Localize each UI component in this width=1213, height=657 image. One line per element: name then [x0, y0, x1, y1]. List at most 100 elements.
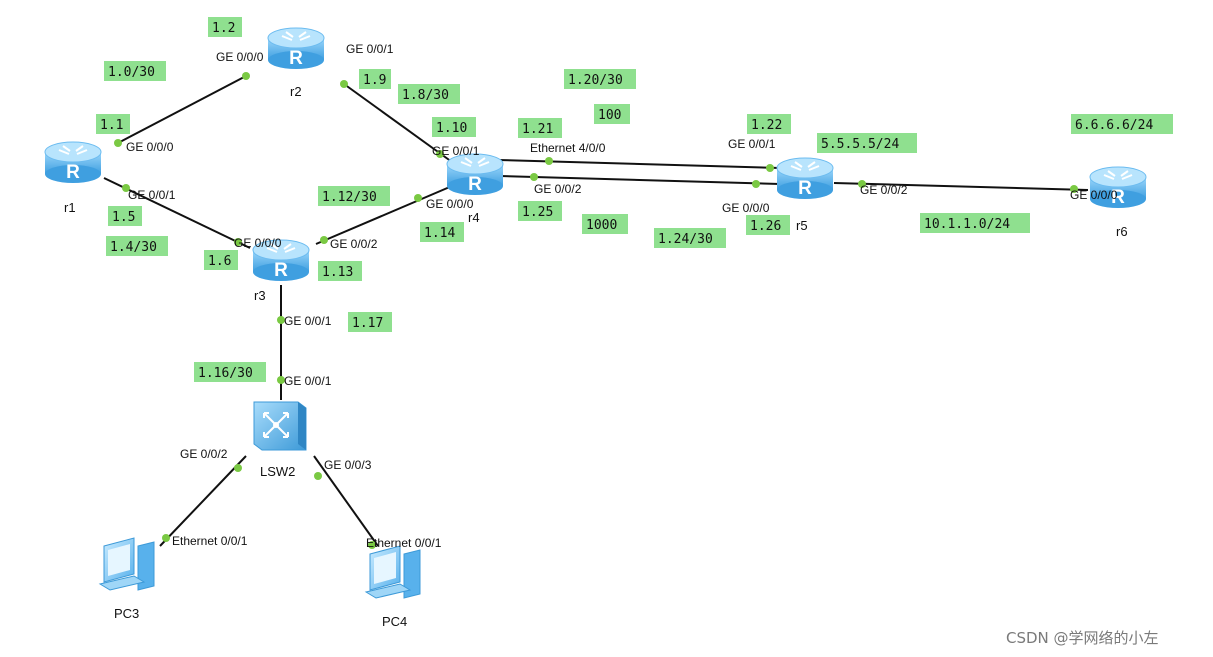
device-label-pc3: PC3 — [114, 606, 139, 621]
ip-annotations: 1.2 1.0/30 1.9 1.8/30 1.1 1.10 1.21 1.20… — [96, 17, 1173, 382]
pc-pc4[interactable] — [364, 545, 421, 599]
port-label: GE 0/0/3 — [324, 458, 372, 472]
link-lsw2-pc3 — [159, 455, 247, 547]
link-lsw2-pc4 — [313, 455, 379, 547]
ip-annotation: 1.26 — [746, 215, 790, 235]
port-label: Ethernet 0/0/1 — [366, 536, 442, 550]
watermark: CSDN @学网络的小左 — [1006, 629, 1159, 647]
pc-pc3[interactable] — [98, 537, 155, 591]
port-label: GE 0/0/2 — [180, 447, 228, 461]
ip-annotation-text: 1.10 — [436, 121, 467, 136]
router-r1[interactable]: R — [44, 141, 102, 183]
ip-annotation-text: 1.16/30 — [198, 366, 253, 381]
router-icon: R — [446, 153, 504, 195]
ip-annotation: 1.14 — [420, 222, 464, 242]
device-label-r5: r5 — [796, 218, 808, 233]
router-r6[interactable]: R — [1089, 166, 1147, 208]
port-dot — [234, 464, 242, 472]
port-label: GE 0/0/2 — [330, 237, 378, 251]
ip-annotation-text: 100 — [598, 108, 621, 123]
port-dot — [122, 184, 130, 192]
switch-lsw2[interactable] — [253, 401, 307, 451]
ip-annotation: 1.2 — [208, 17, 242, 37]
ip-annotation-text: 1.1 — [100, 118, 123, 133]
port-label: GE 0/0/1 — [728, 137, 776, 151]
router-icon: R — [252, 239, 310, 281]
ip-annotation-text: 1000 — [586, 218, 617, 233]
device-label-r3: r3 — [254, 288, 266, 303]
port-label: GE 0/0/1 — [432, 144, 480, 158]
port-dot — [277, 376, 285, 384]
ip-annotation: 1.9 — [359, 69, 391, 89]
ip-annotation: 1.24/30 — [654, 228, 726, 248]
ip-annotation-text: 1.8/30 — [402, 88, 449, 103]
port-label: Ethernet 4/0/0 — [530, 141, 606, 155]
device-label-r4: r4 — [468, 210, 480, 225]
port-label: GE 0/0/1 — [128, 188, 176, 202]
router-icon: R — [267, 27, 325, 69]
port-dot — [114, 139, 122, 147]
ip-annotation-text: 1.20/30 — [568, 73, 623, 88]
port-label: GE 0/0/0 — [426, 197, 474, 211]
port-label: GE 0/0/0 — [722, 201, 770, 215]
ip-annotation-text: 10.1.1.0/24 — [924, 217, 1010, 232]
port-dot — [162, 534, 170, 542]
ip-annotation-text: 1.2 — [212, 21, 235, 36]
ip-annotation: 1.21 — [518, 118, 562, 138]
router-icon: R — [44, 141, 102, 183]
port-label: GE 0/0/1 — [284, 314, 332, 328]
router-letter: R — [274, 260, 288, 281]
router-icon: R — [1089, 166, 1147, 208]
port-dot — [320, 236, 328, 244]
device-label-r6: r6 — [1116, 224, 1128, 239]
ip-annotation: 1.0/30 — [104, 61, 166, 81]
ip-annotation: 1.25 — [518, 201, 562, 221]
pc-icon — [98, 537, 155, 591]
ip-annotation-text: 1.4/30 — [110, 240, 157, 255]
ip-annotation: 1000 — [582, 214, 628, 234]
ip-annotation: 1.12/30 — [318, 186, 390, 206]
port-dot — [234, 238, 242, 246]
link-r4-r5-eth — [497, 159, 781, 169]
port-dot — [414, 194, 422, 202]
ip-annotation: 1.22 — [747, 114, 791, 134]
device-label-r2: r2 — [290, 84, 302, 99]
ip-annotation-text: 1.12/30 — [322, 190, 377, 205]
port-label: GE 0/0/0 — [126, 140, 174, 154]
switch-icon — [253, 401, 307, 451]
port-dot — [766, 164, 774, 172]
ip-annotation-text: 1.13 — [322, 265, 353, 280]
ip-annotation: 1.13 — [318, 261, 362, 281]
router-icon: R — [776, 157, 834, 199]
port-dot — [368, 541, 376, 549]
router-letter: R — [798, 178, 812, 199]
ip-annotation: 1.4/30 — [106, 236, 168, 256]
link-r3-r4 — [315, 185, 453, 245]
port-labels: GE 0/0/0 GE 0/0/1 GE 0/0/0 GE 0/0/1 GE 0… — [126, 42, 1118, 550]
router-r4[interactable]: R — [446, 153, 504, 195]
router-r2[interactable]: R — [267, 27, 325, 69]
port-dots — [114, 72, 1078, 549]
link-r2-r4 — [343, 83, 453, 163]
device-label-pc4: PC4 — [382, 614, 407, 629]
ip-annotation-text: 1.6 — [208, 254, 231, 269]
port-label: GE 0/0/0 — [234, 236, 282, 250]
ip-annotation: 1.8/30 — [398, 84, 460, 104]
router-letter: R — [1111, 187, 1125, 208]
device-labels: r2 r1 r4 r3 r5 r6 LSW2 PC3 PC4 — [64, 84, 1128, 629]
ip-annotation-text: 1.17 — [352, 316, 383, 331]
port-label: GE 0/0/2 — [860, 183, 908, 197]
port-dot — [858, 180, 866, 188]
link-r5-r6 — [833, 182, 1089, 191]
link-r1-r2 — [117, 75, 247, 144]
ip-annotation: 1.20/30 — [564, 69, 636, 89]
link-r4-r5-ge — [499, 175, 781, 185]
ip-annotation-text: 1.26 — [750, 219, 781, 234]
ip-annotation: 10.1.1.0/24 — [920, 213, 1030, 233]
router-r3[interactable]: R — [252, 239, 310, 281]
port-dot — [752, 180, 760, 188]
router-r5[interactable]: R — [776, 157, 834, 199]
port-dot — [1070, 185, 1078, 193]
port-dot — [277, 316, 285, 324]
port-dot — [314, 472, 322, 480]
